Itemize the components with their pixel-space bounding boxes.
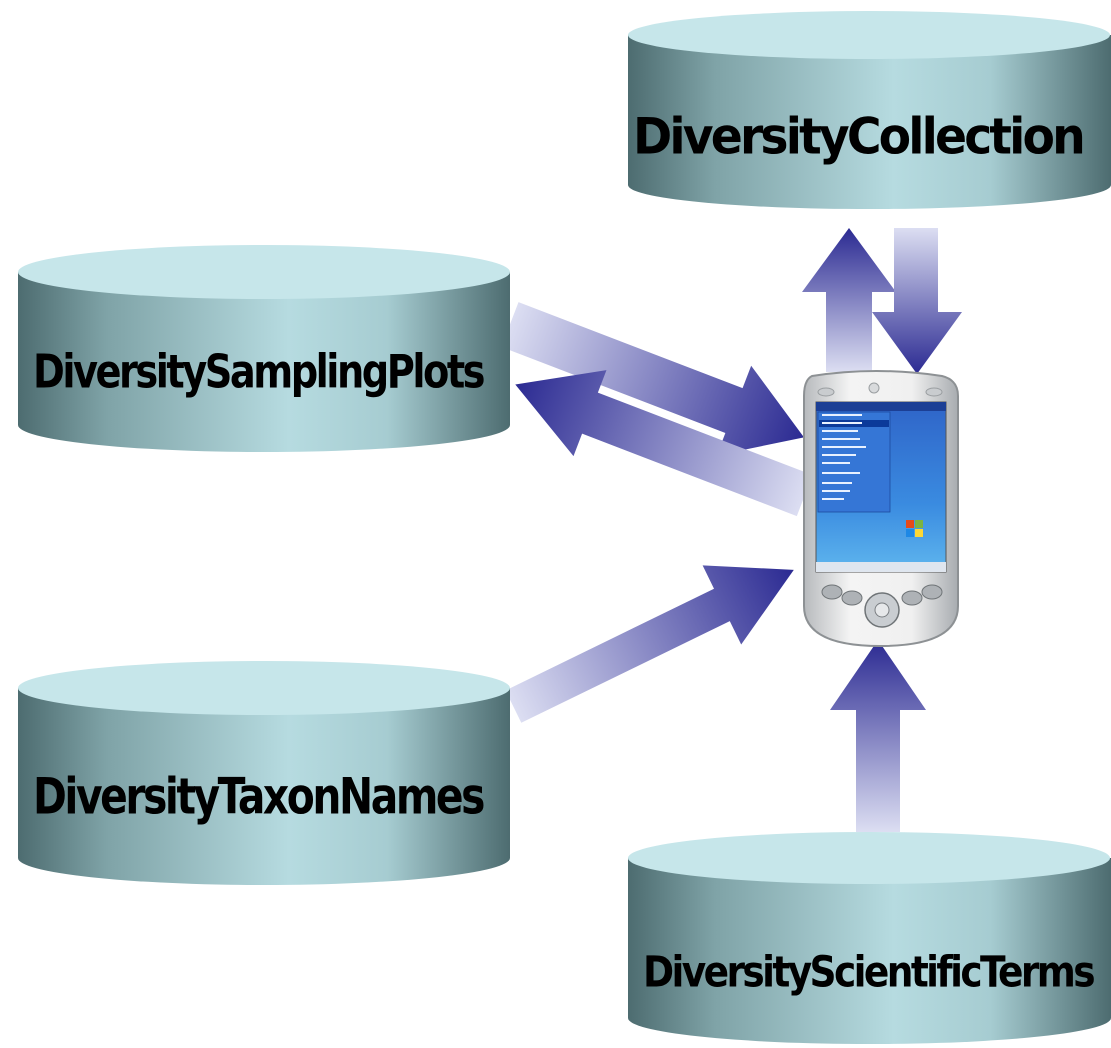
database-label: DiversityTaxonNames [33,768,484,826]
arrow-collection-to-device [872,228,962,374]
arrow-device-to-sampling [515,370,813,517]
arrow-taxon-to-device [505,565,794,723]
database-label: DiversityScientificTerms [643,948,1094,998]
database-label: DiversityCollection [633,108,1083,166]
connection-arrows [501,228,962,832]
database-diversity-collection: DiversityCollection [628,11,1111,210]
pda-device-icon [803,370,959,648]
arrow-terms-to-device [830,640,926,832]
arrow-device-to-collection [802,228,896,372]
arrow-sampling-to-device [501,302,804,456]
database-label: DiversitySamplingPlots [33,345,484,399]
database-diversity-sampling-plots: DiversitySamplingPlots [18,245,510,452]
database-diversity-taxon-names: DiversityTaxonNames [18,661,510,885]
database-diversity-scientific-terms: DiversityScientificTerms [628,832,1111,1045]
